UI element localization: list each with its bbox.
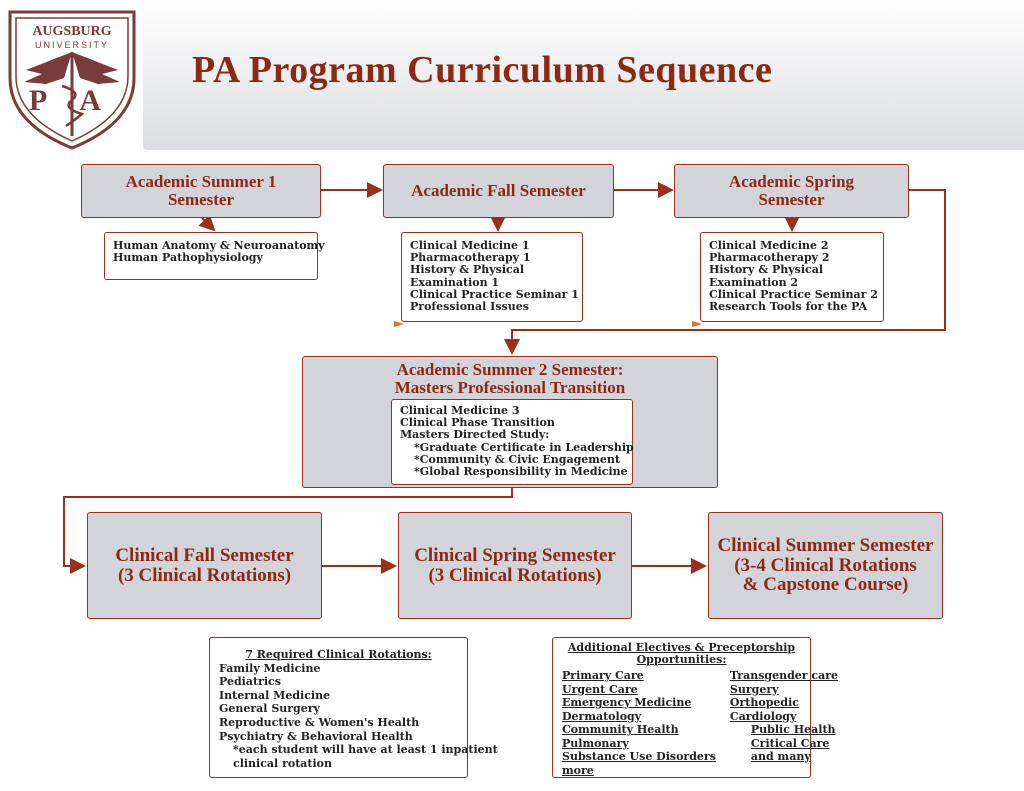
semester-academic-spring: Academic Spring Semester [674,164,909,218]
logo-sub: UNIVERSITY [35,40,109,50]
required-rotations: 7 Required Clinical Rotations: Family Me… [209,637,498,778]
fall-box-marker [394,321,404,327]
logo-mark: P A [29,84,115,117]
arrow-summer1-to-courses [198,214,216,232]
logo-name: AUGSBURG [32,24,111,39]
semester-clinical-summer: Clinical Summer Semester (3-4 Clinical R… [708,512,943,619]
spring-box-marker [692,321,702,327]
courses-summer1: Human Anatomy & Neuroanatomy Human Patho… [104,232,325,280]
semester-clinical-spring: Clinical Spring Semester (3 Clinical Rot… [398,512,632,619]
courses-summer2: Clinical Medicine 3 Clinical Phase Trans… [391,399,634,485]
courses-fall: Clinical Medicine 1 Pharmacotherapy 1 Hi… [401,232,583,322]
augsburg-pa-logo: AUGSBURG UNIVERSITY P A [8,10,136,150]
arrow-spring-to-summer2 [504,189,946,355]
arrow-summer2-to-clinfall [63,487,513,574]
page-title: PA Program Curriculum Sequence [192,49,773,91]
semester-academic-fall: Academic Fall Semester [383,164,614,218]
elective-opportunities: Additional Electives & Preceptorship Opp… [552,637,838,778]
header-band [143,0,1024,150]
semester-academic-summer1: Academic Summer 1 Semester [81,164,321,218]
semester-clinical-fall: Clinical Fall Semester (3 Clinical Rotat… [87,512,322,619]
courses-spring: Clinical Medicine 2 Pharmacotherapy 2 Hi… [700,232,884,322]
